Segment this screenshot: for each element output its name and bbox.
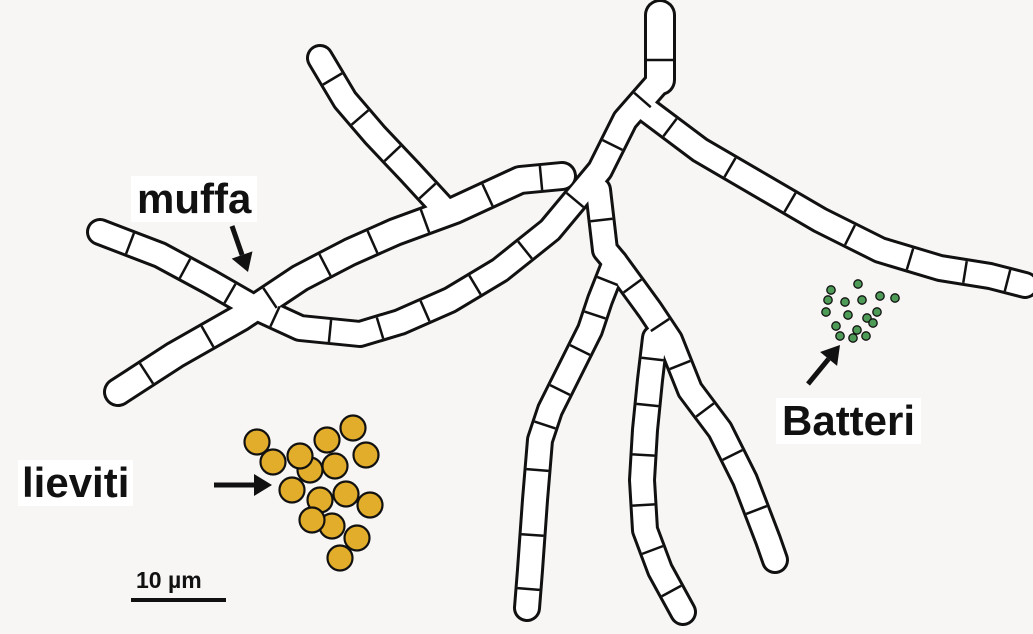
yeast-cell xyxy=(345,526,370,551)
bacterium-cell xyxy=(822,308,830,316)
septum xyxy=(633,454,655,455)
yeast-cell xyxy=(288,444,313,469)
yeasts-arrow xyxy=(214,474,272,496)
yeast-cells xyxy=(245,416,383,571)
septum xyxy=(633,504,655,505)
mold-label: muffa xyxy=(131,176,257,222)
bacteria-label: Batteri xyxy=(776,398,921,444)
bacterium-cell xyxy=(854,280,862,288)
yeast-cell xyxy=(328,546,353,571)
bacteria-arrow xyxy=(808,345,840,384)
hypha-upper-left-branch xyxy=(320,58,445,210)
bacterium-cell xyxy=(858,296,866,304)
bacterium-cell xyxy=(853,326,861,334)
septum xyxy=(518,588,540,590)
yeast-cell xyxy=(341,416,366,441)
hyphal-septa xyxy=(126,60,1010,596)
mold-hyphae xyxy=(100,15,1025,612)
arrow-head xyxy=(254,474,272,496)
bacterium-cell xyxy=(876,292,884,300)
bacterium-cell xyxy=(849,334,857,342)
bacterium-cell xyxy=(869,319,877,327)
yeasts-label: lieviti xyxy=(18,460,133,506)
bacterium-cell xyxy=(841,298,849,306)
yeast-cell xyxy=(354,443,379,468)
bacterium-cell xyxy=(836,332,844,340)
arrow-shaft xyxy=(232,226,242,255)
yeast-cell xyxy=(300,508,325,533)
yeast-cell xyxy=(358,493,383,518)
yeast-cell xyxy=(334,482,359,507)
hypha-left-tip-branch xyxy=(100,232,250,305)
yeast-cell xyxy=(261,450,286,475)
bacterium-cell xyxy=(873,308,881,316)
bacterium-cell xyxy=(891,294,899,302)
bacteria-cells xyxy=(822,280,899,342)
yeast-cell xyxy=(280,478,305,503)
mold-arrow xyxy=(232,226,253,272)
hypha-lower-right-branch xyxy=(598,190,775,560)
bacterium-cell xyxy=(827,286,835,294)
yeast-cell xyxy=(323,454,348,479)
bacterium-cell xyxy=(844,311,852,319)
yeast-cell xyxy=(315,428,340,453)
bacterium-cell xyxy=(862,332,870,340)
septum xyxy=(522,534,544,536)
arrow-shaft xyxy=(808,359,829,384)
hypha-lower-middle-branch xyxy=(527,262,615,608)
hypha-right-branch-outline xyxy=(640,105,1025,285)
bacterium-cell xyxy=(832,322,840,330)
bacterium-cell xyxy=(824,296,832,304)
scale-bar-label: 10 µm xyxy=(136,569,202,592)
